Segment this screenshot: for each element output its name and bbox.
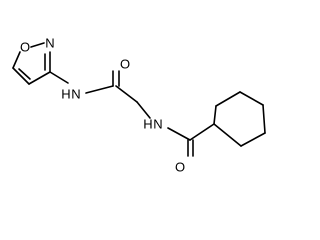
atom-o-carbonyl-top: O — [120, 57, 130, 72]
bond-ring-2 — [215, 91, 241, 107]
linker-chain — [49, 70, 215, 157]
atom-o-ring: O — [20, 40, 30, 55]
isoxazole-ring — [12, 42, 51, 85]
bond-ch2-nh — [136, 101, 151, 119]
bond-o-n — [30, 42, 45, 48]
bond-c5-c4-inner — [18, 68, 31, 80]
atom-o-carbonyl-bottom: O — [175, 160, 185, 175]
bond-ring-3 — [239, 91, 264, 106]
bond-ring-4 — [262, 104, 266, 134]
atom-h-right: H — [143, 117, 152, 132]
bond-amide-c-ring — [189, 123, 215, 141]
bond-c4-c3 — [28, 71, 51, 85]
bond-carbonyl-ch2 — [115, 85, 138, 103]
structure-diagram: O N N H O N H O — [12, 36, 266, 175]
bond-nh-carbonyl — [85, 85, 114, 94]
atom-h-left: H — [61, 87, 70, 102]
cyclohexane-ring — [213, 91, 266, 147]
bond-ring-1 — [213, 105, 217, 125]
bond-nh-amide-c — [167, 127, 191, 141]
bond-o-c5 — [12, 51, 21, 69]
bond-ring-5 — [240, 132, 266, 147]
bond-c5-c4 — [12, 67, 30, 85]
atom-nh-left: N — [71, 87, 80, 102]
bond-ring-6 — [213, 123, 242, 147]
bond-c3-nh — [49, 71, 69, 84]
molecule-drawing: O N N H O N H O — [12, 36, 266, 175]
atom-n-ring: N — [45, 36, 54, 51]
atom-nh-right: N — [153, 117, 162, 132]
